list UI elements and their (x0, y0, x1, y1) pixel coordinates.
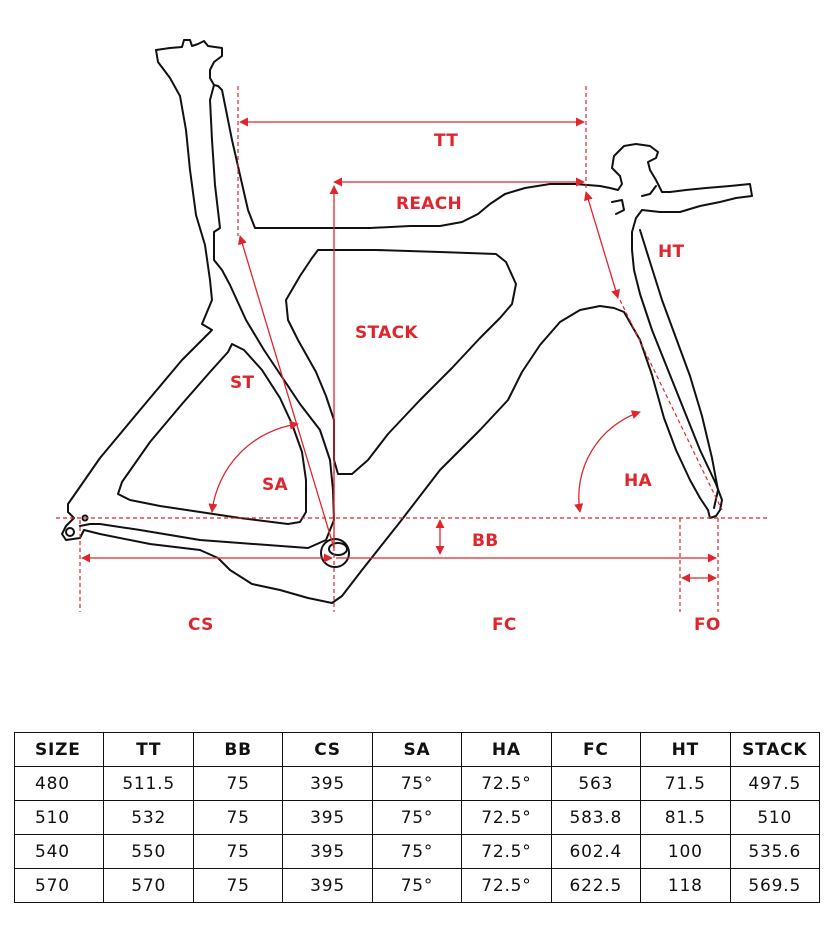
front-triangle-opening (285, 249, 517, 475)
table-cell: 75 (192, 834, 284, 869)
table-cell: 75 (192, 868, 284, 903)
table-cell: 75° (371, 868, 463, 903)
table-cell: 72.5° (461, 766, 552, 801)
table-cell: 395 (282, 868, 373, 903)
table-cell: 602.4 (550, 834, 642, 869)
steering-axis-line (619, 299, 723, 511)
column-header-cs: CS (282, 732, 373, 767)
column-header-bb: BB (192, 732, 284, 767)
table-cell: 72.5° (461, 868, 552, 903)
label-cs: CS (188, 615, 214, 635)
label-ht: HT (658, 242, 685, 262)
table-cell: 75 (192, 766, 284, 801)
label-fc: FC (492, 615, 517, 635)
table-cell: 100 (640, 834, 731, 869)
table-cell: 497.5 (729, 766, 820, 801)
table-cell: 75° (371, 800, 463, 835)
table-cell: 540 (13, 834, 105, 869)
table-cell: 511.5 (103, 766, 194, 801)
table-cell: 569.5 (729, 868, 820, 903)
label-fo: FO (694, 615, 721, 635)
table-cell: 75° (371, 766, 463, 801)
table-cell: 570 (13, 868, 105, 903)
frame-geometry-diagram: TT REACH HT STACK ST SA HA BB CS FC FO (56, 39, 770, 635)
column-header-sa: SA (371, 732, 463, 767)
column-header-stack: STACK (729, 732, 820, 767)
table-cell: 535.6 (729, 834, 820, 869)
seatpost-head (155, 39, 223, 86)
table-cell: 563 (550, 766, 642, 801)
label-reach: REACH (396, 194, 462, 214)
table-cell: 622.5 (550, 868, 642, 903)
dimension-lines (56, 86, 770, 612)
table-cell: 81.5 (640, 800, 731, 835)
bottom-bracket-inner (328, 542, 348, 556)
label-st: ST (230, 373, 255, 393)
dimension-labels: TT REACH HT STACK ST SA HA BB CS FC FO (188, 131, 721, 635)
table-cell: 480 (13, 766, 105, 801)
rear-dropout-hole (65, 527, 75, 537)
table-cell: 510 (13, 800, 105, 835)
label-ha: HA (624, 471, 653, 491)
label-bb: BB (472, 531, 499, 551)
sa-angle-arc (208, 420, 299, 513)
table-cell: 395 (282, 766, 373, 801)
table-cell: 395 (282, 800, 373, 835)
table-cell: 118 (640, 868, 731, 903)
column-header-size: SIZE (13, 732, 105, 767)
table-cell: 550 (103, 834, 194, 869)
table-cell: 75° (371, 834, 463, 869)
ha-angle-arc (574, 410, 641, 513)
column-header-fc: FC (550, 732, 642, 767)
table-cell: 583.8 (550, 800, 642, 835)
table-cell: 510 (729, 800, 820, 835)
column-header-ht: HT (640, 732, 731, 767)
table-cell: 72.5° (461, 800, 552, 835)
ht-dimension (584, 191, 620, 299)
column-header-ha: HA (461, 732, 552, 767)
table-cell: 72.5° (461, 834, 552, 869)
column-header-tt: TT (103, 732, 194, 767)
table-cell: 570 (103, 868, 194, 903)
table-cell: 532 (103, 800, 194, 835)
table-cell: 395 (282, 834, 373, 869)
table-cell: 75 (192, 800, 284, 835)
label-stack: STACK (355, 323, 418, 343)
fork-inner-line (639, 229, 719, 509)
label-tt: TT (434, 131, 458, 151)
st-dimension (238, 235, 335, 549)
label-sa: SA (262, 475, 289, 495)
table-cell: 71.5 (640, 766, 731, 801)
